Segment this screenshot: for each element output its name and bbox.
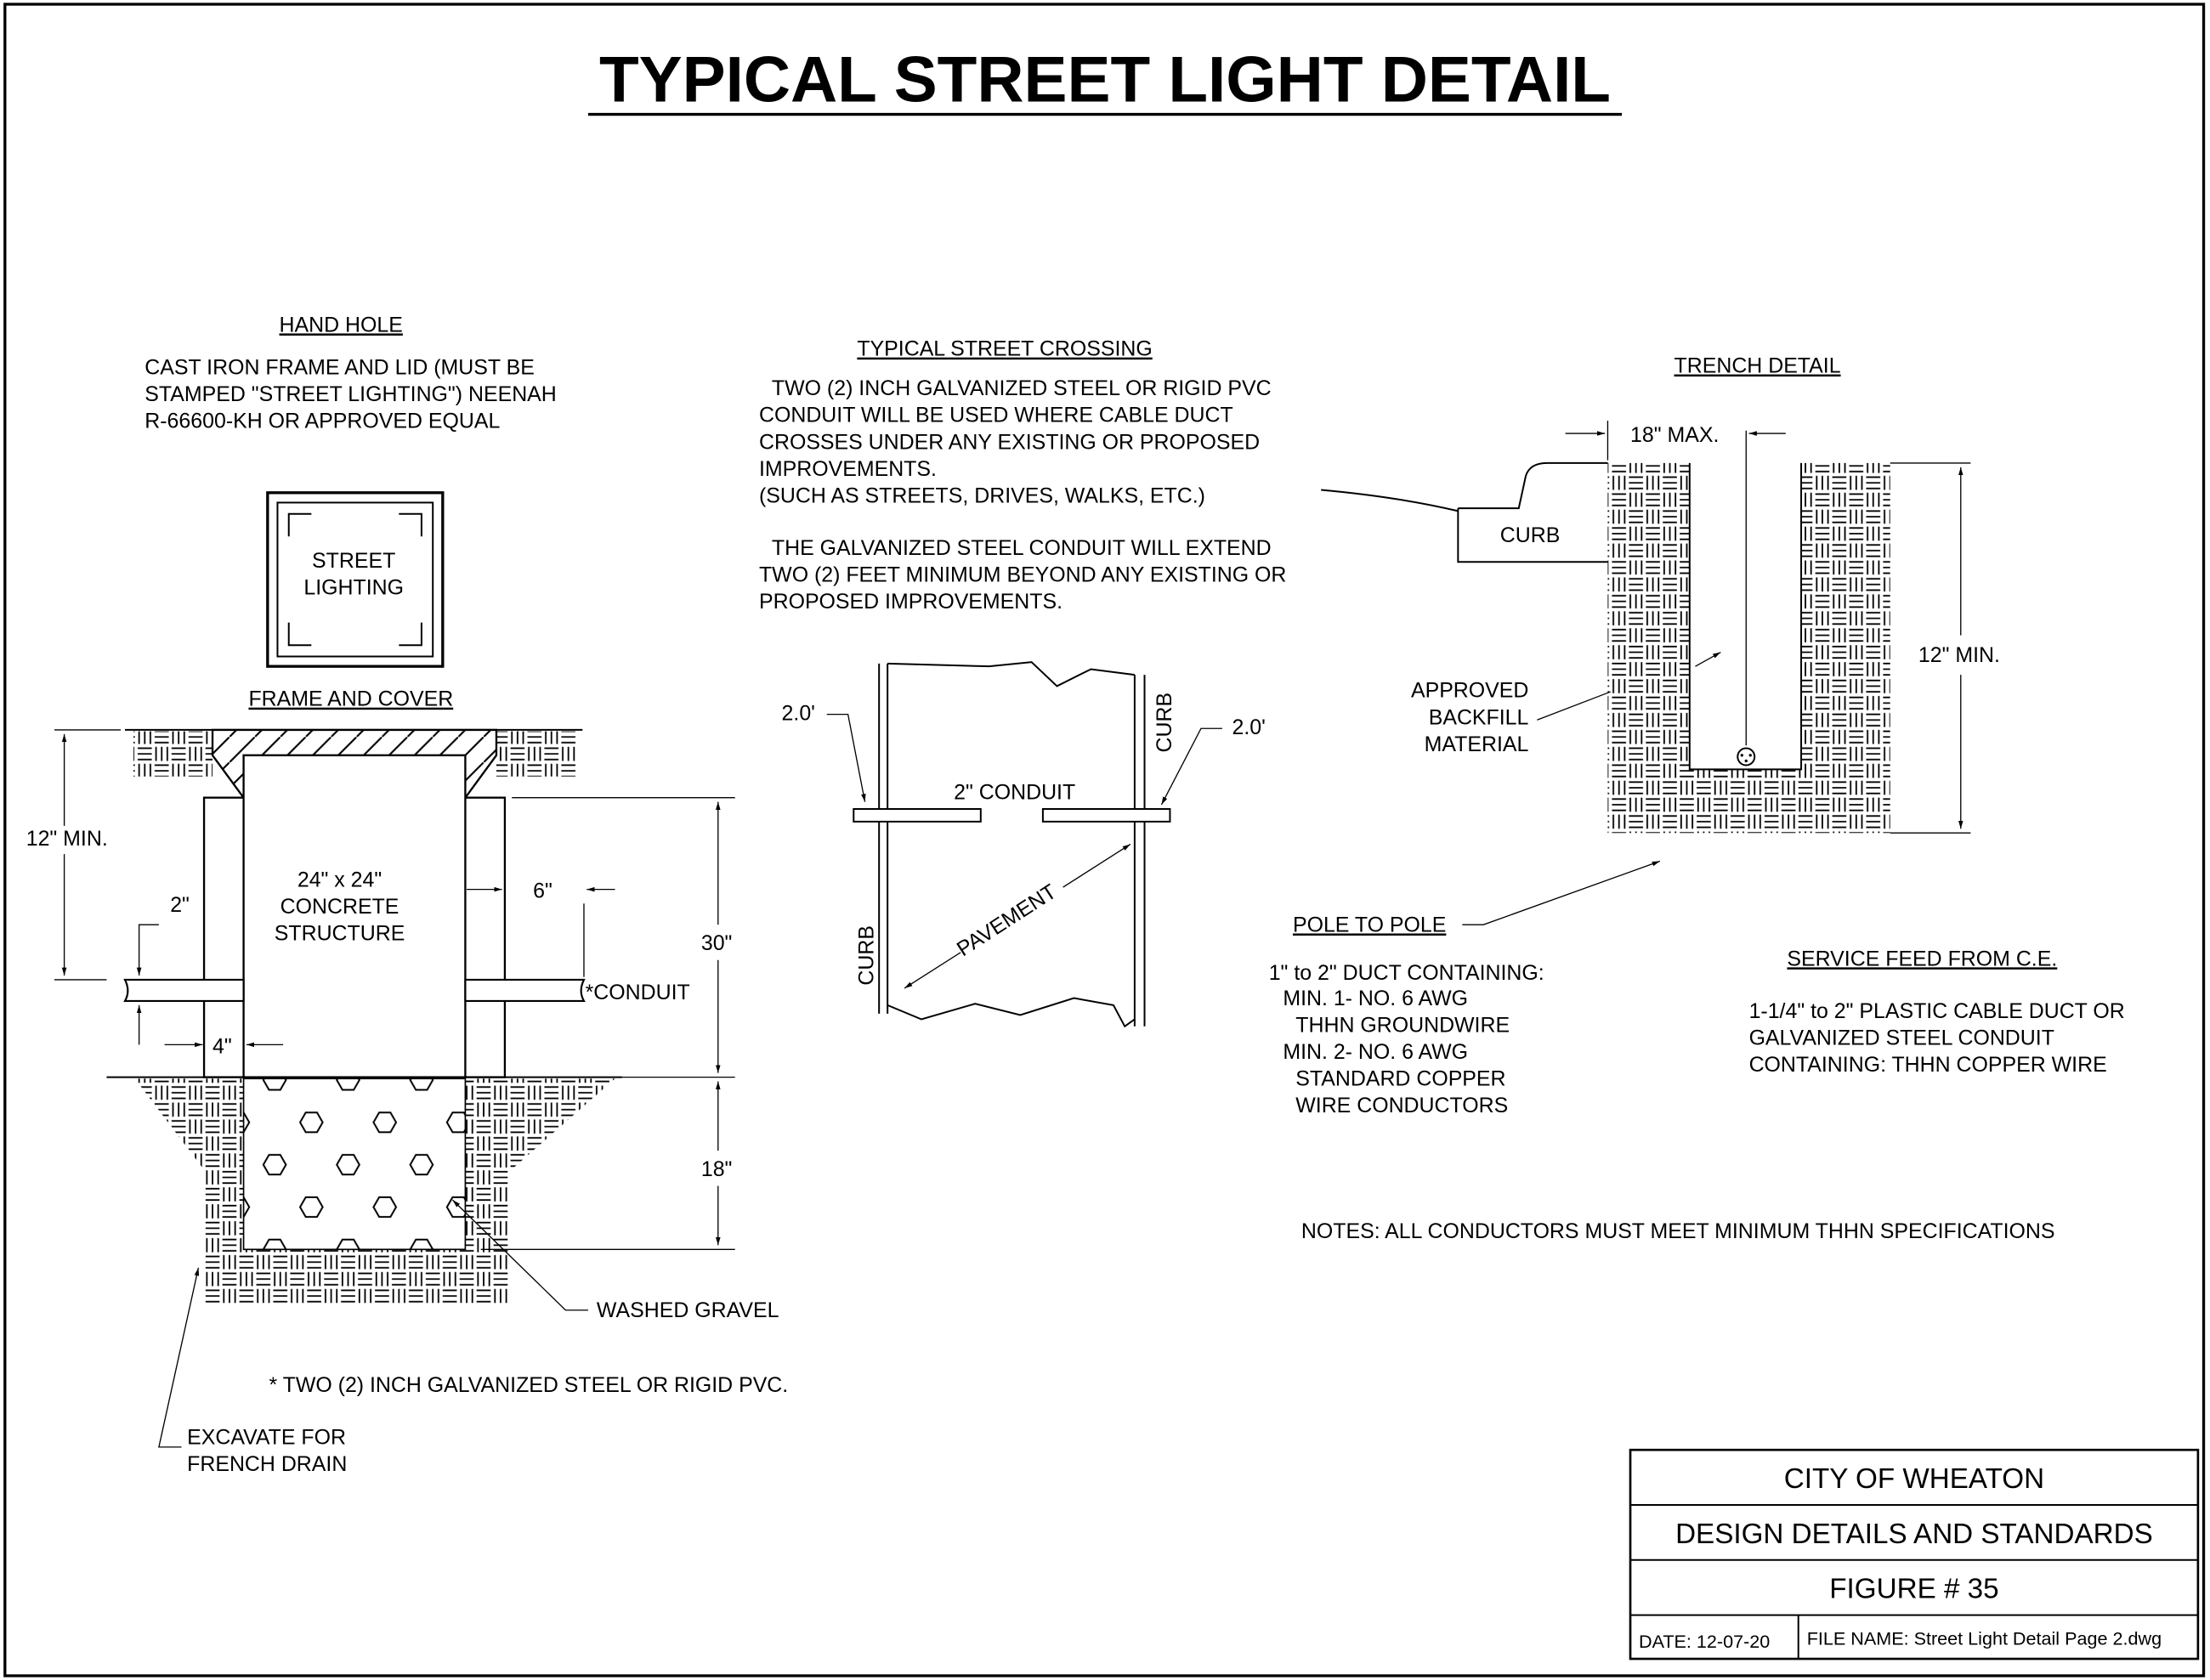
crossing-para1-line: (SUCH AS STREETS, DRIVES, WALKS, ETC.) bbox=[759, 484, 1205, 507]
dim-4: 4" bbox=[212, 1034, 232, 1058]
pavement-label: PAVEMENT bbox=[953, 880, 1061, 961]
hand-hole-heading: HAND HOLE bbox=[280, 313, 403, 337]
dim-18: 18" bbox=[701, 1157, 733, 1181]
dim-width: 18" MAX. bbox=[1630, 423, 1719, 447]
crossing-para2-line: TWO (2) FEET MINIMUM BEYOND ANY EXISTING… bbox=[759, 563, 1286, 586]
dim-12-min: 12" MIN. bbox=[26, 827, 108, 851]
crossing-para1-line: CONDUIT WILL BE USED WHERE CABLE DUCT bbox=[759, 404, 1233, 427]
washed-gravel-label: WASHED GRAVEL bbox=[597, 1298, 779, 1322]
crossing-para1-line: CROSSES UNDER ANY EXISTING OR PROPOSED bbox=[759, 430, 1260, 454]
conduit-footnote: * TWO (2) INCH GALVANIZED STEEL OR RIGID… bbox=[269, 1373, 788, 1397]
pole-line: STANDARD COPPER bbox=[1295, 1067, 1505, 1091]
dim-depth: 12" MIN. bbox=[1918, 643, 2000, 667]
hand-hole-section-view: 24" x 24" CONCRETE STRUCTURE 12" MIN. 2"… bbox=[26, 728, 779, 1448]
crossing-para2-line: THE GALVANIZED STEEL CONDUIT WILL EXTEND bbox=[772, 536, 1272, 560]
pole-line: WIRE CONDUCTORS bbox=[1295, 1094, 1508, 1117]
pole-line: MIN. 2- NO. 6 AWG bbox=[1283, 1040, 1468, 1064]
title-block-series: DESIGN DETAILS AND STANDARDS bbox=[1675, 1519, 2153, 1550]
title-block-org: CITY OF WHEATON bbox=[1784, 1463, 2044, 1495]
notes: NOTES: ALL CONDUCTORS MUST MEET MINIMUM … bbox=[1301, 1219, 2055, 1243]
pole-line: 1" to 2" DUCT CONTAINING: bbox=[1269, 961, 1544, 985]
excavate-label: FRENCH DRAIN bbox=[187, 1452, 347, 1476]
hand-hole-line: STAMPED "STREET LIGHTING") NEENAH bbox=[144, 382, 557, 406]
dim-30: 30" bbox=[701, 931, 733, 955]
structure-text: CONCRETE bbox=[280, 895, 400, 919]
backfill-label: MATERIAL bbox=[1425, 733, 1529, 756]
curb-left-label: CURB bbox=[855, 925, 879, 986]
title-block: CITY OF WHEATON DESIGN DETAILS AND STAND… bbox=[1629, 1448, 2200, 1660]
pole-line: THHN GROUNDWIRE bbox=[1295, 1013, 1510, 1037]
conduit-label: 2" CONDUIT bbox=[954, 780, 1075, 804]
sheet-border bbox=[3, 3, 2206, 1677]
service-feed-heading: SERVICE FEED FROM C.E. bbox=[1787, 947, 2057, 970]
lid-text: STREET bbox=[312, 549, 395, 573]
structure-text: 24" x 24" bbox=[298, 868, 382, 891]
curb-label: CURB bbox=[1500, 523, 1561, 547]
service-line: CONTAINING: THHN COPPER WIRE bbox=[1749, 1053, 2107, 1077]
pole-to-pole-heading: POLE TO POLE bbox=[1293, 913, 1446, 936]
dim-left: 2.0' bbox=[782, 701, 815, 725]
hand-hole-line: R-66600-KH OR APPROVED EQUAL bbox=[144, 409, 500, 433]
crossing-plan-view: 2" CONDUIT 2.0' 2.0' CURB CURB PAVEMENT bbox=[782, 661, 1266, 1028]
title-block-figure: FIGURE # 35 bbox=[1829, 1574, 1998, 1605]
crossing-para1-line: TWO (2) INCH GALVANIZED STEEL OR RIGID P… bbox=[772, 376, 1272, 400]
page-title: TYPICAL STREET LIGHT DETAIL bbox=[599, 44, 1611, 116]
street-crossing-section: TYPICAL STREET CROSSING TWO (2) INCH GAL… bbox=[759, 337, 1286, 1028]
dim-right: 2.0' bbox=[1232, 716, 1266, 739]
lid-text: LIGHTING bbox=[303, 575, 404, 599]
dim-2: 2" bbox=[170, 893, 190, 917]
excavate-label: EXCAVATE FOR bbox=[187, 1426, 346, 1450]
pole-line: MIN. 1- NO. 6 AWG bbox=[1283, 987, 1468, 1010]
trench-heading: TRENCH DETAIL bbox=[1674, 354, 1841, 378]
street-crossing-heading: TYPICAL STREET CROSSING bbox=[857, 337, 1152, 361]
title-block-file-name: FILE NAME: Street Light Detail Page 2.dw… bbox=[1807, 1627, 2162, 1649]
structure-text: STRUCTURE bbox=[275, 921, 405, 945]
hand-hole-section: HAND HOLE CAST IRON FRAME AND LID (MUST … bbox=[26, 313, 789, 1476]
crossing-para2-line: PROPOSED IMPROVEMENTS. bbox=[759, 590, 1062, 614]
conduit-icon bbox=[1737, 747, 1756, 766]
service-line: 1-1/4" to 2" PLASTIC CABLE DUCT OR bbox=[1749, 999, 2125, 1023]
dim-6: 6" bbox=[533, 880, 552, 903]
lid-plan-view: STREET LIGHTING bbox=[266, 491, 445, 668]
crossing-para1-line: IMPROVEMENTS. bbox=[759, 457, 937, 481]
hand-hole-line: CAST IRON FRAME AND LID (MUST BE bbox=[144, 355, 535, 379]
conduit-label: *CONDUIT bbox=[586, 981, 690, 1004]
title-block-date: DATE: 12-07-20 bbox=[1639, 1631, 1770, 1652]
curb-right-label: CURB bbox=[1153, 693, 1176, 753]
backfill-label: BACKFILL bbox=[1429, 705, 1529, 729]
trench-section: TRENCH DETAIL 18" MAX. CURB 12" MIN. APP… bbox=[1269, 354, 2125, 1118]
frame-cover-heading: FRAME AND COVER bbox=[248, 687, 453, 711]
backfill-label: APPROVED bbox=[1411, 679, 1528, 703]
service-line: GALVANIZED STEEL CONDUIT bbox=[1749, 1026, 2054, 1049]
